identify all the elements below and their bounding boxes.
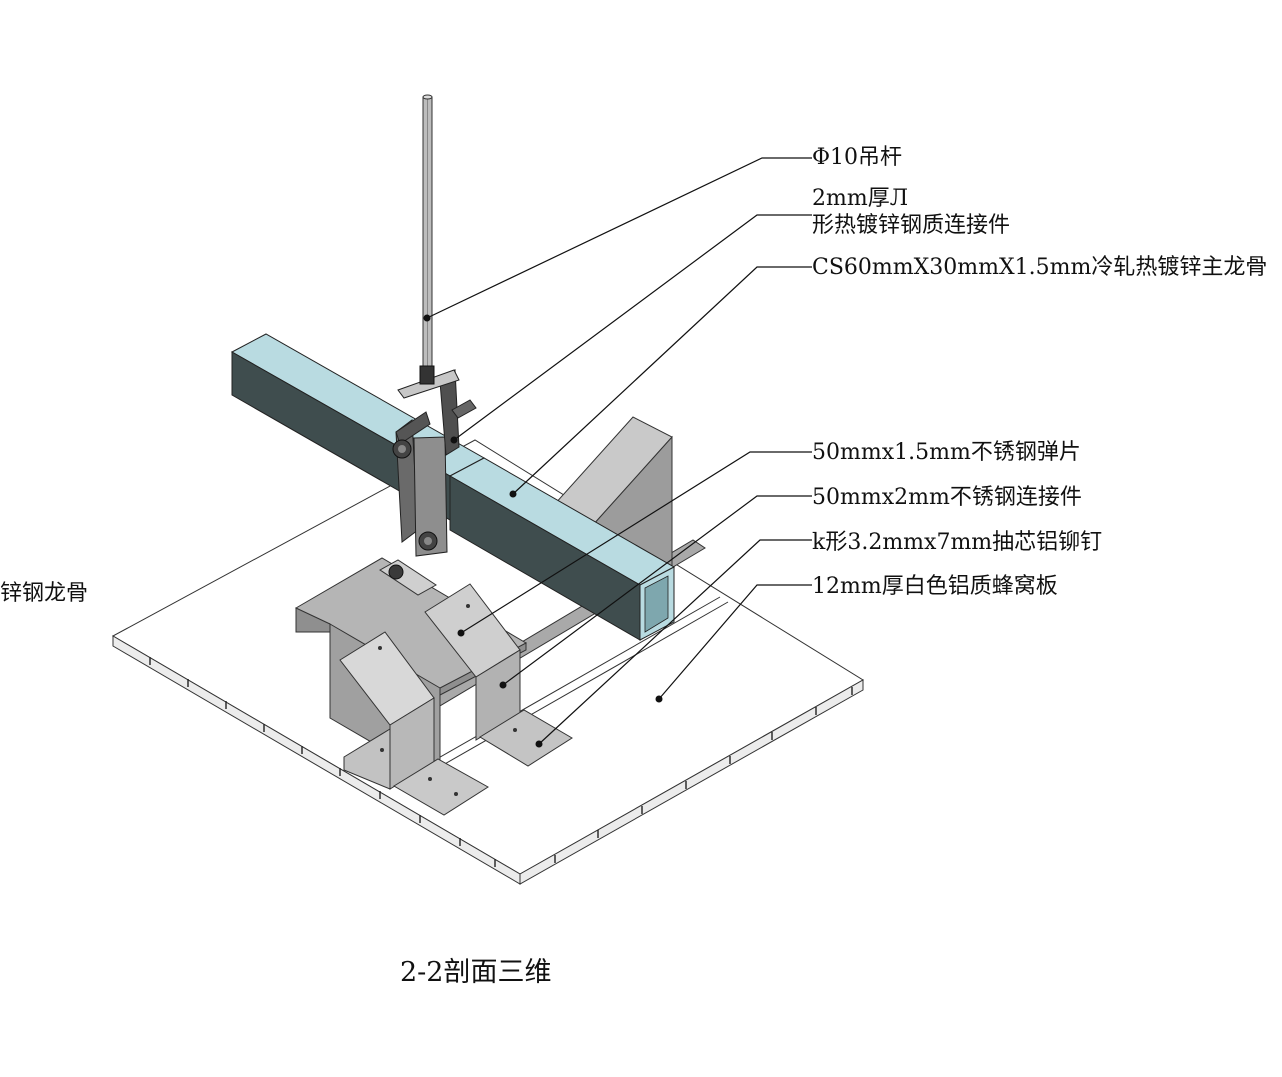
spring-clip-front — [339, 631, 489, 816]
leader-lines — [426, 157, 812, 745]
label-spring: 50mmx1.5mm不锈钢弹片 — [812, 440, 1081, 465]
label-rivet: k形3.2mmx7mm抽芯铝铆钉 — [812, 530, 1103, 555]
label-left-cut: 锌钢龙骨 — [0, 581, 89, 606]
leader-dots — [423, 314, 663, 703]
label-hanger-rod: Φ10吊杆 — [812, 145, 903, 170]
label-connector-line2: 形热镀锌钢质连接件 — [812, 213, 1011, 238]
label-ss-connector: 50mmx2mm不锈钢连接件 — [812, 485, 1082, 510]
hanger-rod — [419, 94, 435, 385]
label-panel: 12mm厚白色铝质蜂窝板 — [812, 574, 1058, 599]
l-connector — [392, 369, 477, 557]
label-connector-line1: 2mm厚Л — [812, 186, 909, 211]
spring-clip-rear — [424, 583, 573, 767]
main-keel-front — [448, 457, 676, 641]
label-main-keel: CS60mmX30mmX1.5mm冷轧热镀锌主龙骨 — [812, 255, 1268, 280]
diagram-caption: 2-2剖面三维 — [400, 957, 552, 988]
